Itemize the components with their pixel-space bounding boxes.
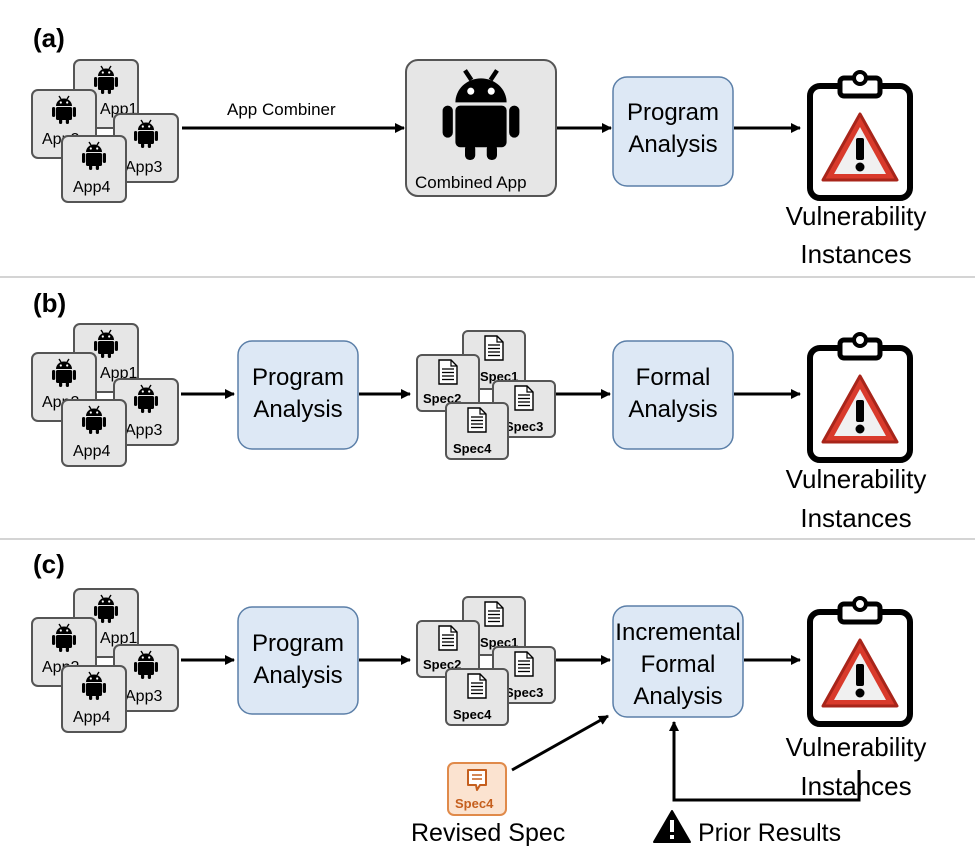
panel-label: (b) [33,288,66,318]
formal-analysis-box: Formal Analysis [612,340,734,450]
revised-spec-icon-label: Spec4 [455,796,494,811]
spec-label: Spec4 [453,441,492,456]
panel-b: (b) App1 App2 App3 App4 [31,288,927,533]
clipboard-warning-icon [810,72,910,198]
spec-card: Spec2 [416,620,480,678]
spec-label: Spec4 [453,707,492,722]
app-card: App4 [61,399,127,467]
spec-card: Spec4 [445,668,509,726]
app-stack: App1 App2 App3 App4 [31,59,179,203]
spec-label: Spec3 [505,685,543,700]
box-line: Analysis [253,396,342,423]
spec-card: Spec4 [445,402,509,460]
prior-results-caption: Prior Results [698,819,841,847]
box-line: Analysis [633,683,722,710]
clipboard-warning-icon [810,334,910,460]
app-label: App4 [73,709,110,726]
output-line: Instances [800,503,911,533]
feedback-arrow [669,721,861,802]
spec-label: Spec3 [505,419,543,434]
box-line: Incremental [615,619,740,646]
spec-stack: Spec1 Spec2 Spec3 Spec4 [416,330,556,460]
box-line: Analysis [628,131,717,158]
app-label: App4 [73,179,110,196]
app-stack: App1 App2 App3 App4 [31,588,179,733]
output-line: Instances [800,239,911,269]
box-line: Program [252,630,344,657]
revised-spec-icon: Spec4 [447,762,507,816]
panel-a: (a) App1 App2 App3 App4 [31,23,927,269]
app-label: App3 [125,688,162,705]
app-stack: App1 App2 App3 App4 [31,323,179,467]
arrow [511,714,609,772]
app-card: App4 [61,135,127,203]
edge-label: App Combiner [227,100,336,119]
output-line: Vulnerability [786,732,927,762]
spec-stack: Spec1 Spec2 Spec3 Spec4 [416,596,556,726]
program-analysis-box: Program Analysis [237,606,359,715]
box-line: Program [627,99,719,126]
box-line: Program [252,364,344,391]
box-line: Formal [636,364,711,391]
app-label: App3 [125,159,162,176]
panel-label: (c) [33,549,65,579]
combined-app-box: Combined App [405,59,557,197]
box-line: Analysis [628,396,717,423]
app-card: App4 [61,665,127,733]
clipboard-warning-icon [810,598,910,724]
app-label: App1 [100,630,137,647]
app-label: App3 [125,422,162,439]
output-line: Vulnerability [786,464,927,494]
output-line: Vulnerability [786,201,927,231]
output-line: Instances [800,771,911,801]
panel-label: (a) [33,23,65,53]
combined-app-label: Combined App [415,173,527,192]
revised-spec-caption: Revised Spec [411,819,565,847]
box-line: Formal [641,651,716,678]
program-analysis-box: Program Analysis [237,340,359,450]
warning-icon [653,810,691,843]
incremental-formal-analysis-box: Incremental Formal Analysis [612,605,744,718]
program-analysis-box: Program Analysis [612,76,734,187]
panel-c: (c) App1 App2 App3 App4 [31,549,927,847]
app-label: App1 [100,365,137,382]
app-label: App4 [73,443,110,460]
box-line: Analysis [253,662,342,689]
feedback-mask [800,728,801,729]
